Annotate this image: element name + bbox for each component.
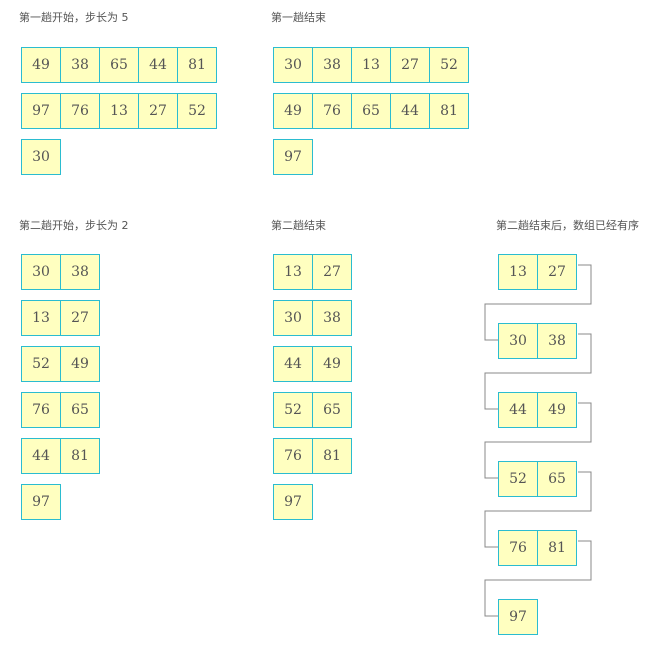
array-cell: 81 <box>177 47 217 83</box>
array-cell: 76 <box>21 392 61 428</box>
array-cell: 13 <box>351 47 391 83</box>
array-cell: 81 <box>60 438 100 474</box>
array-cell: 30 <box>21 254 61 290</box>
array-row: 49 76 65 44 81 <box>273 93 469 129</box>
array-cell: 52 <box>21 346 61 382</box>
array-cell: 30 <box>273 47 313 83</box>
array-cell: 97 <box>21 93 61 129</box>
array-cell: 38 <box>537 323 577 359</box>
array-row: 13 27 <box>273 254 352 290</box>
array-cell: 44 <box>138 47 178 83</box>
array-row: 97 <box>21 484 61 520</box>
array-row: 44 81 <box>21 438 100 474</box>
array-row: 13 27 <box>21 300 100 336</box>
array-cell: 65 <box>99 47 139 83</box>
array-cell: 38 <box>312 47 352 83</box>
label-pass2-sorted: 第二趟结束后，数组已经有序 <box>496 219 639 232</box>
array-cell: 44 <box>390 93 430 129</box>
array-cell: 30 <box>498 323 538 359</box>
array-cell: 76 <box>312 93 352 129</box>
array-cell: 76 <box>498 530 538 566</box>
array-cell: 38 <box>60 254 100 290</box>
array-cell: 97 <box>273 484 313 520</box>
array-row: 30 38 <box>273 300 352 336</box>
array-row: 97 <box>273 484 313 520</box>
label-pass1-start: 第一趟开始，步长为 5 <box>19 11 129 24</box>
array-cell: 13 <box>498 254 538 290</box>
array-cell: 81 <box>537 530 577 566</box>
array-row: 76 81 <box>498 530 577 566</box>
array-row: 13 27 <box>498 254 577 290</box>
array-row: 52 49 <box>21 346 100 382</box>
array-cell: 13 <box>273 254 313 290</box>
array-cell: 13 <box>99 93 139 129</box>
array-cell: 44 <box>21 438 61 474</box>
array-cell: 76 <box>60 93 100 129</box>
array-cell: 65 <box>60 392 100 428</box>
array-row: 30 38 <box>21 254 100 290</box>
array-row: 97 <box>273 139 313 175</box>
array-cell: 27 <box>390 47 430 83</box>
array-row: 52 65 <box>498 461 577 497</box>
array-cell: 97 <box>21 484 61 520</box>
array-row: 44 49 <box>273 346 352 382</box>
array-cell: 81 <box>312 438 352 474</box>
array-row: 30 <box>21 139 61 175</box>
array-cell: 65 <box>351 93 391 129</box>
array-cell: 49 <box>21 47 61 83</box>
array-cell: 38 <box>60 47 100 83</box>
array-row: 76 81 <box>273 438 352 474</box>
array-cell: 49 <box>60 346 100 382</box>
array-cell: 65 <box>312 392 352 428</box>
array-cell: 30 <box>21 139 61 175</box>
array-cell: 27 <box>537 254 577 290</box>
array-cell: 97 <box>498 599 538 635</box>
array-row: 52 65 <box>273 392 352 428</box>
array-cell: 76 <box>273 438 313 474</box>
array-row: 97 76 13 27 52 <box>21 93 217 129</box>
array-cell: 27 <box>138 93 178 129</box>
array-row: 30 38 <box>498 323 577 359</box>
array-cell: 97 <box>273 139 313 175</box>
array-cell: 52 <box>429 47 469 83</box>
array-cell: 49 <box>537 392 577 428</box>
array-cell: 49 <box>312 346 352 382</box>
array-cell: 30 <box>273 300 313 336</box>
array-cell: 52 <box>498 461 538 497</box>
array-row: 49 38 65 44 81 <box>21 47 217 83</box>
array-row: 44 49 <box>498 392 577 428</box>
label-pass2-end: 第二趟结束 <box>271 219 326 232</box>
array-cell: 52 <box>273 392 313 428</box>
array-cell: 38 <box>312 300 352 336</box>
array-cell: 44 <box>498 392 538 428</box>
array-cell: 49 <box>273 93 313 129</box>
array-cell: 65 <box>537 461 577 497</box>
array-row: 97 <box>498 599 538 635</box>
array-cell: 27 <box>60 300 100 336</box>
array-row: 30 38 13 27 52 <box>273 47 469 83</box>
array-row: 76 65 <box>21 392 100 428</box>
label-pass2-start: 第二趟开始，步长为 2 <box>19 219 129 232</box>
array-cell: 44 <box>273 346 313 382</box>
label-pass1-end: 第一趟结束 <box>271 11 326 24</box>
array-cell: 27 <box>312 254 352 290</box>
array-cell: 81 <box>429 93 469 129</box>
array-cell: 13 <box>21 300 61 336</box>
array-cell: 52 <box>177 93 217 129</box>
